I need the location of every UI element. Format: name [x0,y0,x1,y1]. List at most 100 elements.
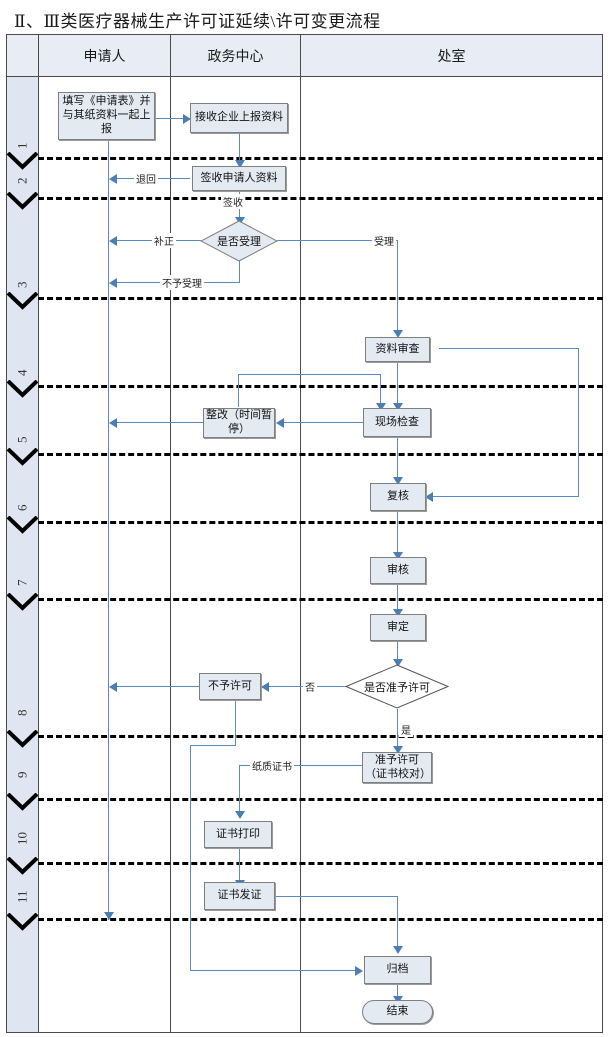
lane-divider-2 [170,77,171,1032]
phase-divider-2 [38,197,603,200]
edge-examine-to-decide [397,584,398,613]
edge-label-not-accepted: 不予受理 [160,275,204,290]
edge-archive-to-end [397,984,398,1000]
edge-review-to-recheck-h1 [439,348,579,349]
edge-accepted-h [277,240,398,241]
phase-divider-1 [38,157,603,160]
chevron-separator-5 [6,447,39,470]
arrowhead-receive-to-sign [235,160,245,168]
edge-rectify-to-applicant [116,422,204,423]
node-sign-receipt[interactable]: 签收申请人资料 [192,166,286,191]
edge-label-return-docs: 退回 [134,171,158,186]
phase-divider-11 [38,918,603,921]
phase-divider-10 [38,862,603,865]
phase-divider-7 [38,598,603,601]
arrowhead-accepted [393,330,403,338]
node-receive-docs[interactable]: 接收企业上报资料 [190,103,288,133]
chevron-separator-3 [6,291,39,314]
edge-label-no: 否 [303,679,317,694]
chevron-separator-2 [6,191,39,214]
chevron-separator-8 [6,729,39,752]
arrowhead-no-permit-to-applicant [109,682,117,692]
chevron-separator-7 [6,592,39,615]
edge-no-permit-to-applicant [116,686,202,687]
edge-label-yes: 是 [399,722,413,737]
edge-accepted-v [397,240,398,334]
phase-divider-6 [38,521,603,524]
node-rectify[interactable]: 整改（时间暂停） [203,408,275,438]
edge-rectify-loop-v2 [380,374,381,407]
edge-no-permit-archive-v1 [235,700,236,745]
edge-rectify-loop-h [238,374,381,375]
edge-paper-cert-v [239,765,240,815]
chevron-separator-11 [6,912,39,935]
edge-not-accepted-v [239,260,240,282]
edge-issue-to-archive-v [397,896,398,950]
phase-divider-4 [38,385,603,388]
arrowhead-examine-to-decide [393,609,403,617]
chevron-separator-6 [6,515,39,538]
arrowhead-not-accepted [109,278,117,288]
edge-print-to-issue [239,848,240,884]
edge-review-to-inspect [397,362,398,407]
arrowhead-review-to-inspect [393,403,403,411]
edge-inspect-to-recheck [397,437,398,481]
column-header-applicant: 申请人 [38,35,170,77]
arrowhead-paper-cert [235,811,245,819]
node-fill-form[interactable]: 填写《申请表》并与其纸资料一起上报 [58,92,155,140]
edge-receive-to-sign [239,133,240,163]
edge-review-to-recheck-h2 [432,496,579,497]
arrowhead-supplement [109,236,117,246]
node-permit-check[interactable]: 是否准予许可 [345,664,449,709]
edge-yes-to-grant [397,709,398,750]
step-number-9: 9 [14,771,30,779]
arrowhead-yes-to-grant [393,746,403,754]
arrowhead-inspect-to-recheck [393,477,403,485]
arrowhead-no-permit-archive [355,966,363,976]
node-site-inspect[interactable]: 现场检查 [363,408,431,437]
page-title: Ⅱ、Ⅲ类医疗器械生产许可证延续\许可变更流程 [14,11,381,31]
edge-applicant-spine [108,140,109,920]
edge-label-signed: 签收 [221,194,245,209]
phase-divider-5 [38,453,603,456]
node-approve-decide[interactable]: 审定 [370,614,426,641]
node-end[interactable]: 结束 [362,1000,433,1024]
edge-no-permit-archive-v2 [190,745,191,970]
column-header-service-center: 政务中心 [170,35,300,77]
node-no-permit[interactable]: 不予许可 [199,673,261,700]
edge-review-to-recheck-v [578,348,579,496]
step-number-8: 8 [14,709,30,717]
node-recheck[interactable]: 复核 [370,483,426,511]
node-cert-print[interactable]: 证书打印 [204,821,272,848]
arrowhead-rectify-to-applicant [109,418,117,428]
edge-recheck-to-examine [397,511,398,556]
lane-divider-1 [38,77,39,1032]
node-grant-permit[interactable]: 准予许可（证书校对） [362,752,432,783]
arrowhead-applicant-spine-end [104,912,114,920]
arrowhead-no-permit [261,682,269,692]
chevron-separator-10 [6,856,39,879]
arrowhead-fill-to-receive [183,114,191,124]
edge-no-permit-archive-h2 [190,970,358,971]
arrowhead-review-to-recheck [425,492,433,502]
node-archive[interactable]: 归档 [364,956,431,984]
arrowhead-return-docs [109,174,117,184]
edge-label-accepted: 受理 [372,233,396,248]
phase-divider-9 [38,798,603,801]
edge-inspect-to-rectify [283,422,363,423]
step-number-10: 10 [14,832,30,846]
arrowhead-recheck-to-examine [393,552,403,560]
node-accept-check[interactable]: 是否受理 [200,220,278,262]
edge-fill-to-receive [155,118,184,119]
arrowhead-issue-to-archive [393,946,403,954]
node-cert-issue[interactable]: 证书发证 [204,882,275,910]
edge-no-permit-archive-h1 [190,745,236,746]
node-permit-check-label: 是否准予许可 [364,681,430,694]
edge-paper-cert-h [239,765,365,766]
node-examine[interactable]: 审核 [370,557,426,584]
column-header-step [7,35,38,77]
edge-label-supplement: 补正 [152,233,176,248]
node-doc-review[interactable]: 资料审查 [365,337,430,362]
chevron-separator-4 [6,379,39,402]
